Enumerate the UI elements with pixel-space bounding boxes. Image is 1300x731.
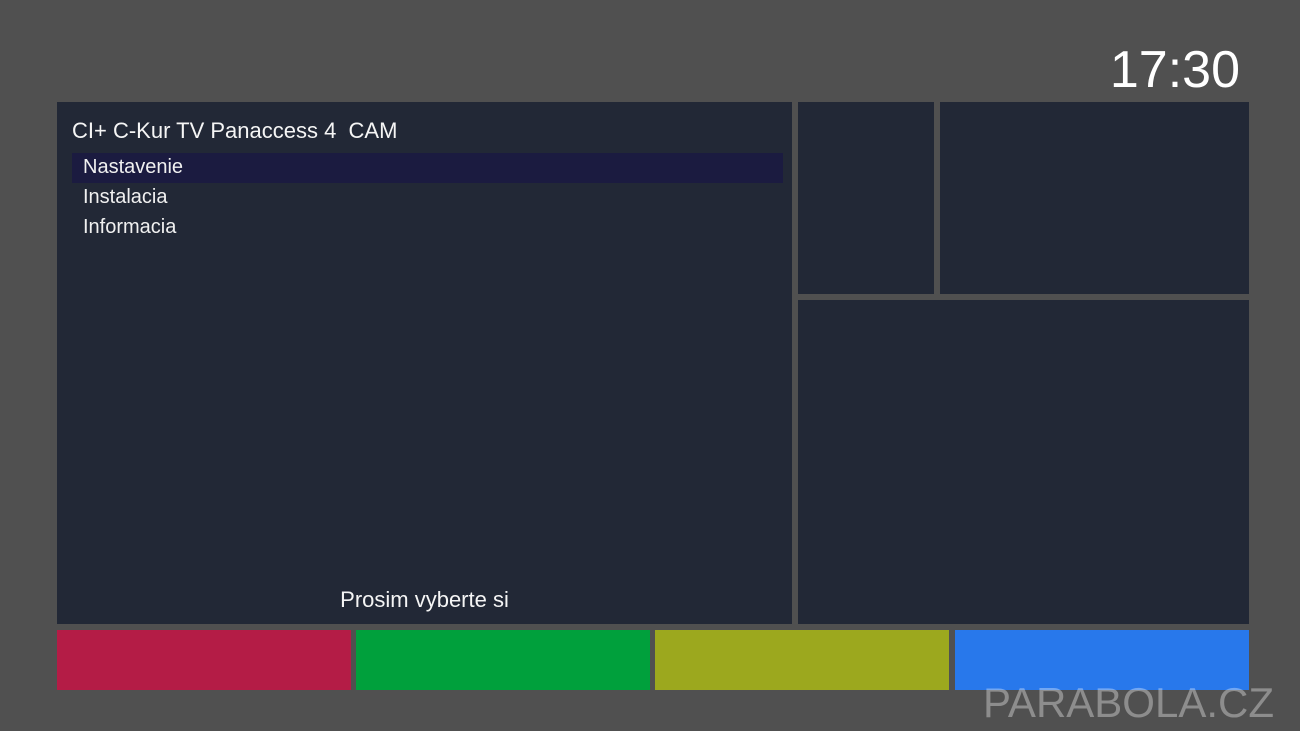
menu-item-informacia[interactable]: Informacia [83,216,177,238]
green-button[interactable] [356,630,650,690]
yellow-button[interactable] [655,630,949,690]
menu-title: CI+ C-Kur TV Panaccess 4 CAM [72,118,398,143]
menu-item-nastavenie[interactable]: Nastavenie [72,153,783,183]
menu-item-instalacia[interactable]: Instalacia [83,186,168,208]
menu-prompt: Prosim vyberte si [340,587,509,612]
blue-button[interactable] [955,630,1249,690]
watermark: PARABOLA.CZ [983,679,1274,726]
info-box-top-right [940,102,1249,294]
ci-menu-panel: CI+ C-Kur TV Panaccess 4 CAM Nastavenie … [57,102,792,624]
red-button[interactable] [57,630,351,690]
info-box-small [798,102,934,294]
info-box-bottom-right [798,300,1249,624]
menu-list: Nastavenie Instalacia Informacia [72,153,783,243]
clock: 17:30 [1109,41,1240,99]
